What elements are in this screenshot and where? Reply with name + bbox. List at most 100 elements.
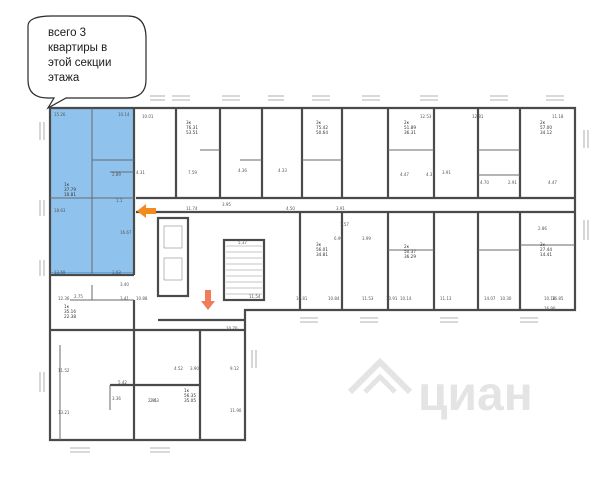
room-area-label: 4.52 [174, 366, 183, 371]
apartment-info-label: 2к [404, 244, 410, 249]
room-area-label: 13.69 [54, 270, 66, 275]
room-area-label: 18.63 [54, 208, 66, 213]
apartment-info-label: 35.05 [184, 398, 196, 403]
room-area-label: 1.57 [340, 222, 349, 227]
callout-line-3: этой секции [48, 57, 112, 69]
room-area-label: 4.37 [426, 172, 435, 177]
room-area-label: 2.86 [538, 226, 547, 231]
watermark-text: циан [418, 368, 533, 421]
room-area-label: 3.36 [112, 396, 121, 401]
room-area-label: 11.74 [186, 206, 198, 211]
apartment-info-label: 14.41 [540, 252, 552, 257]
room-area-label: 11.13 [440, 296, 452, 301]
room-area-label: 2.89 [112, 172, 121, 177]
room-area-label: 16.67 [120, 230, 132, 235]
apartment-info-label: 51.89 [404, 125, 416, 130]
room-area-label: 16.90 [544, 306, 556, 311]
apartment-info-label: 2к [404, 120, 410, 125]
room-area-label: 10.91 [386, 296, 398, 301]
room-area-label: 3.95 [222, 202, 231, 207]
apartment-info-label: 34.12 [540, 130, 552, 135]
arrow-down-icon [201, 290, 215, 310]
apartment-info-label: 3к [186, 120, 192, 125]
apartment-info-label: 56.35 [184, 393, 196, 398]
room-area-label: 3.99 [362, 236, 371, 241]
room-area-label: 4.33 [278, 168, 287, 173]
apartment-info-label: 50.64 [316, 130, 328, 135]
apartment-info-label: 1к [64, 182, 70, 187]
room-area-label: 10.81 [296, 296, 308, 301]
room-area-label: 3.40 [120, 282, 129, 287]
apartment-info-label: 53.51 [186, 130, 198, 135]
callout-line-4: этажа [48, 72, 80, 84]
room-area-label: 10.70 [226, 326, 238, 331]
room-area-label: 5.37 [238, 240, 247, 245]
apartment-info-label: 1к [64, 304, 70, 309]
room-labels: 15.26 10.14 2.89 1.1 18.63 16.67 13.69 1.93 2.75… [54, 112, 564, 415]
room-area-label: 11.54 [249, 294, 261, 299]
room-area-label: 10.14 [400, 296, 412, 301]
room-area-label: 9.12 [230, 366, 239, 371]
room-area-label: 2.75 [74, 294, 83, 299]
room-area-label: 10.01 [142, 114, 154, 119]
apartment-labels: 1к37.7910.813к76.3153.513к75.4250.642к51… [64, 120, 552, 403]
room-area-label: 7.59 [188, 170, 197, 175]
room-area-label: 1.93 [112, 270, 121, 275]
room-area-label: 6.99 [334, 236, 343, 241]
room-area-label: 13.21 [58, 410, 70, 415]
apartment-info-label: 75.42 [316, 125, 328, 130]
apartment-info-label: 57.00 [540, 125, 552, 130]
apartment-info-label: 36.31 [404, 130, 416, 135]
building-walls [48, 106, 577, 442]
room-area-label: 5.42 [118, 380, 127, 385]
room-area-label: 4.70 [480, 180, 489, 185]
room-area-label: 10.88 [136, 296, 148, 301]
room-area-label: 15.26 [54, 112, 66, 117]
apartment-info-label: 76.31 [186, 125, 198, 130]
arrow-left-icon [137, 204, 156, 218]
callout-line-2: квартиры в [48, 42, 108, 54]
room-area-label: 11.90 [230, 408, 242, 413]
inner-partitions [50, 108, 575, 440]
room-area-label: 2.63 [150, 398, 159, 403]
apartment-info-label: 50.37 [404, 249, 416, 254]
room-area-label: 11.18 [552, 114, 564, 119]
room-area-label: 12.81 [472, 114, 484, 119]
room-area-label: 11.53 [362, 296, 374, 301]
apartment-info-label: 2к [540, 242, 546, 247]
cian-logo-icon [347, 357, 413, 395]
apartment-info-label: 22.38 [64, 314, 76, 319]
room-area-label: 4.31 [136, 170, 145, 175]
callout-text: всего 3 квартиры в этой секции этажа [18, 18, 146, 98]
apartment-info-label: 3к [316, 120, 322, 125]
room-area-label: 4.47 [400, 172, 409, 177]
room-area-label: 2.91 [148, 398, 157, 403]
room-area-label: 10.30 [500, 296, 512, 301]
room-area-label: 4.36 [238, 168, 247, 173]
room-area-label: 12.36 [58, 296, 70, 301]
apartment-info-label: 2к [540, 120, 546, 125]
apartment-info-label: 27.44 [540, 247, 552, 252]
room-area-label: 4.47 [548, 180, 557, 185]
room-area-label: 3.41 [120, 296, 129, 301]
room-area-label: 10.84 [328, 296, 340, 301]
room-area-label: 4.50 [286, 206, 295, 211]
room-area-label: 3.91 [442, 170, 451, 175]
room-area-label: 2.91 [508, 180, 517, 185]
callout-line-1: всего 3 [48, 27, 87, 39]
apartment-info-label: 1к [184, 388, 190, 393]
room-area-label: 3.90 [190, 366, 199, 371]
room-area-label: 3.91 [336, 206, 345, 211]
room-area-label: 10.18 [544, 296, 556, 301]
room-area-label: 1.1 [116, 198, 123, 203]
room-area-label: 10.14 [118, 112, 130, 117]
apartment-info-label: 36.29 [404, 254, 416, 259]
staircase [163, 225, 262, 295]
apartment-info-label: 56.01 [316, 247, 328, 252]
apartment-info-label: 10.81 [64, 192, 76, 197]
room-area-label: 12.53 [420, 114, 432, 119]
room-area-label: 11.52 [58, 368, 70, 373]
room-area-label: 16.85 [552, 296, 564, 301]
room-area-label: 14.07 [484, 296, 496, 301]
